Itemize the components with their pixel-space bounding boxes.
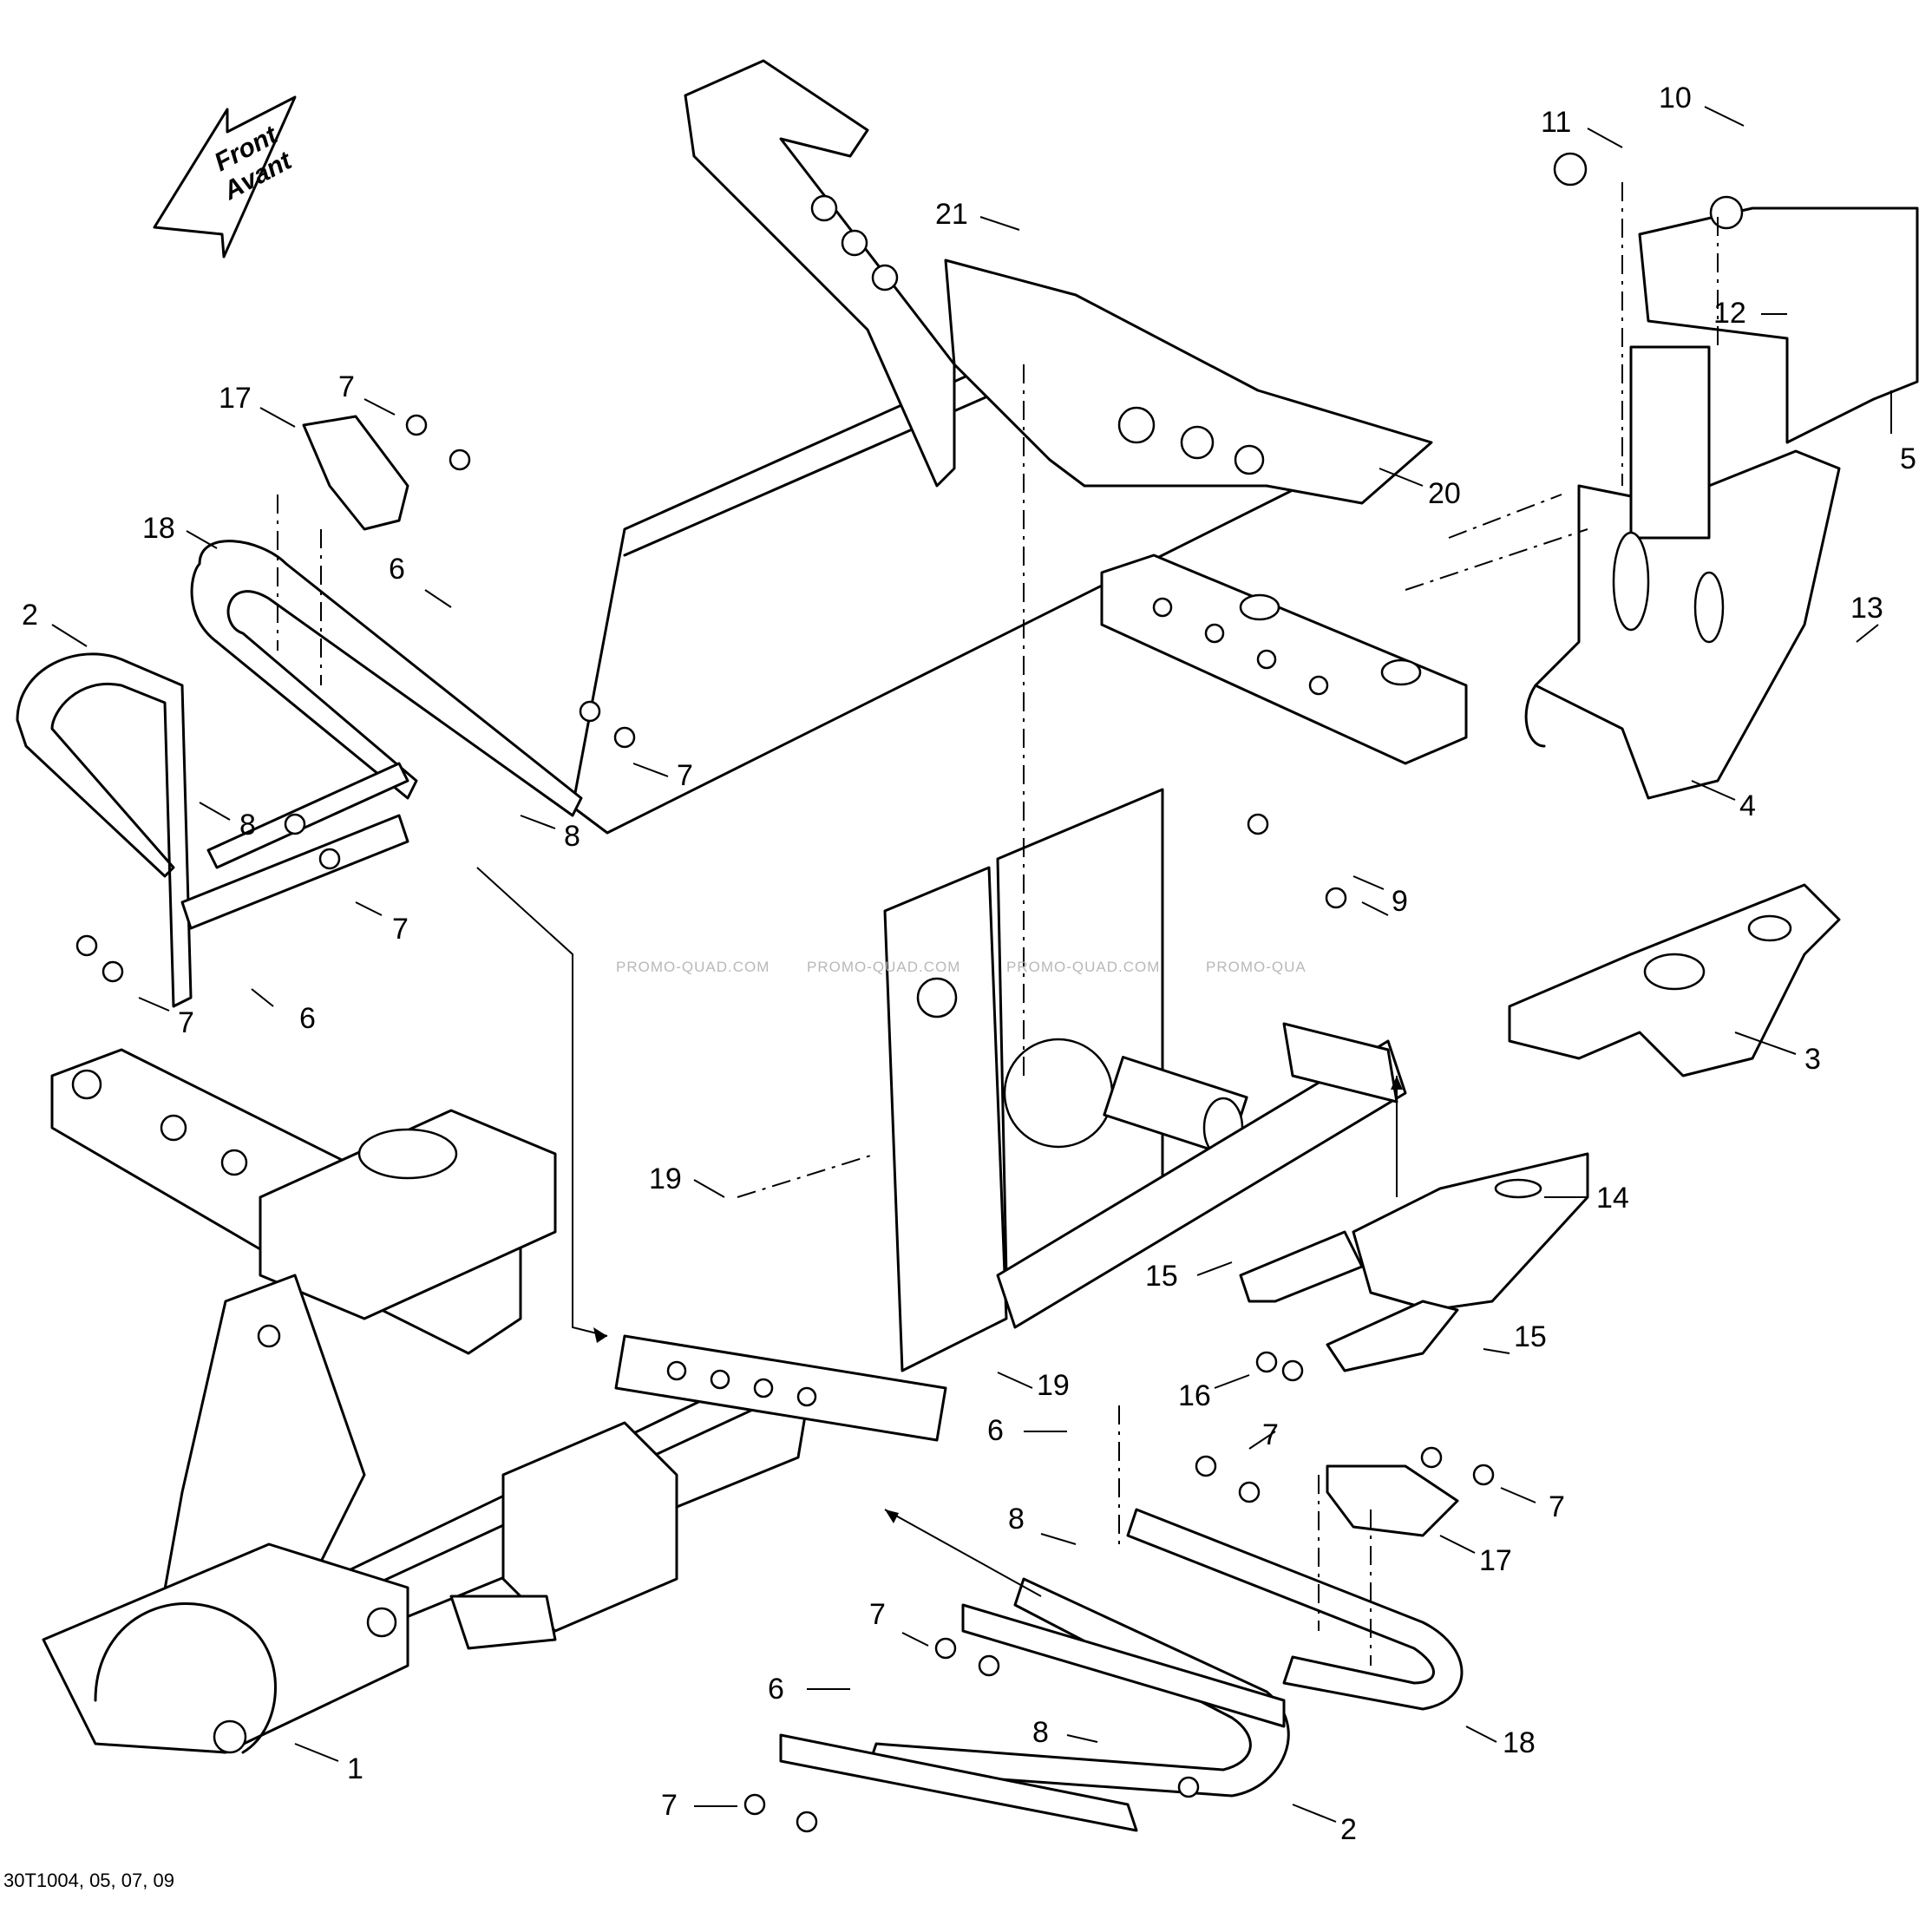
callout-11: 11	[1541, 106, 1571, 139]
upper-brace-21	[684, 59, 956, 488]
callout-5: 5	[1900, 442, 1916, 475]
callout-6: 6	[299, 1002, 316, 1035]
nut-icon	[284, 813, 306, 835]
bracket-15-upper	[1239, 1230, 1364, 1303]
callout-19: 19	[1037, 1369, 1070, 1402]
nut-icon	[1281, 1359, 1304, 1382]
callout-18: 18	[1503, 1726, 1536, 1759]
assembly-arrows	[476, 867, 1403, 1597]
nut-icon	[743, 1793, 766, 1816]
nut-icon	[75, 934, 98, 957]
callout-20: 20	[1428, 477, 1461, 510]
callout-3: 3	[1804, 1043, 1821, 1076]
guard-loop-18-left	[190, 540, 583, 817]
figure-id: 30T1004, 05, 07, 09	[3, 1870, 174, 1891]
guard-bar-2-left	[180, 762, 409, 930]
callout-7: 7	[869, 1598, 886, 1631]
callout-15: 15	[1145, 1260, 1178, 1293]
assembly-dash-lines	[277, 182, 1719, 1666]
rear-upright-4	[1524, 345, 1841, 800]
bracket-15-lower	[1326, 1300, 1459, 1372]
plate-17-upper	[302, 415, 409, 531]
callout-18: 18	[142, 512, 175, 545]
nut-icon	[318, 848, 341, 870]
callout-19: 19	[649, 1162, 682, 1195]
nut-icon	[978, 1654, 1000, 1677]
callout-8: 8	[1008, 1503, 1025, 1536]
nut-icon	[1325, 887, 1347, 909]
nut-icon	[1472, 1464, 1495, 1486]
nut-icon	[449, 449, 471, 471]
callout-6: 6	[768, 1673, 784, 1706]
callout-7: 7	[338, 370, 355, 403]
watermark-text: PROMO-QUAD.COM	[1006, 959, 1160, 975]
nut-icon	[1247, 813, 1269, 835]
nut-icon	[1255, 1351, 1278, 1373]
washer-icon	[1709, 195, 1744, 230]
callout-12: 12	[1713, 297, 1746, 330]
nut-icon	[796, 1811, 818, 1833]
callout-13: 13	[1850, 592, 1883, 625]
callout-4: 4	[1739, 789, 1756, 822]
nut-icon	[934, 1637, 957, 1660]
callout-8: 8	[564, 820, 580, 853]
nut-icon	[405, 414, 428, 436]
callout-9: 9	[1392, 885, 1408, 918]
watermark-text: PROMO-QUA	[1206, 959, 1307, 975]
watermark: PROMO-QUAD.COM PROMO-QUAD.COM PROMO-QUAD…	[616, 959, 1307, 975]
callout-7: 7	[178, 1006, 194, 1039]
callout-21: 21	[935, 198, 968, 231]
watermark-text: PROMO-QUAD.COM	[807, 959, 960, 975]
guard-rail-18-right	[961, 1603, 1286, 1728]
nut-icon	[1195, 1455, 1217, 1477]
callout-7: 7	[1262, 1418, 1279, 1451]
bracket-14	[1352, 1152, 1589, 1312]
nut-icon	[1177, 1776, 1200, 1798]
rear-cross-mount	[1100, 553, 1468, 765]
nut-icon	[1420, 1446, 1443, 1469]
callout-16: 16	[1178, 1379, 1211, 1412]
callout-7: 7	[661, 1789, 678, 1822]
upper-brace-20	[944, 259, 1433, 505]
callout-7: 7	[677, 759, 693, 792]
callout-2: 2	[22, 599, 38, 632]
bracket-3	[1508, 883, 1841, 1077]
callout-8: 8	[239, 809, 256, 842]
nut-icon	[579, 700, 601, 723]
callout-17: 17	[219, 382, 252, 415]
callout-6: 6	[389, 553, 405, 586]
guard-loop-2-left	[16, 652, 193, 1008]
guard-bar-2-right	[779, 1733, 1138, 1832]
watermark-text: PROMO-QUAD.COM	[616, 959, 770, 975]
callout-17: 17	[1479, 1544, 1512, 1577]
callout-6: 6	[987, 1414, 1004, 1447]
callout-1: 1	[347, 1752, 363, 1785]
callout-15: 15	[1514, 1320, 1547, 1353]
plate-17-lower	[1326, 1464, 1459, 1537]
guard-loop-18-right	[1126, 1508, 1464, 1711]
callout-10: 10	[1659, 82, 1692, 115]
callout-2: 2	[1340, 1813, 1357, 1846]
fastener-group	[75, 152, 1744, 1833]
callout-14: 14	[1596, 1182, 1629, 1215]
callout-8: 8	[1032, 1716, 1049, 1749]
callout-7: 7	[1549, 1490, 1565, 1523]
nut-icon	[102, 960, 124, 983]
callout-7: 7	[392, 913, 409, 946]
nut-icon	[1238, 1481, 1261, 1503]
nut-icon	[613, 726, 636, 749]
washer-icon	[1553, 152, 1588, 187]
rear-plate-5	[1638, 206, 1919, 444]
callouts: 1 2 2 3 4 5 6 6 6 6 7 7 7 7 7 7 7 7	[22, 82, 1916, 1846]
front-direction-arrow: Front Avant	[153, 95, 298, 259]
